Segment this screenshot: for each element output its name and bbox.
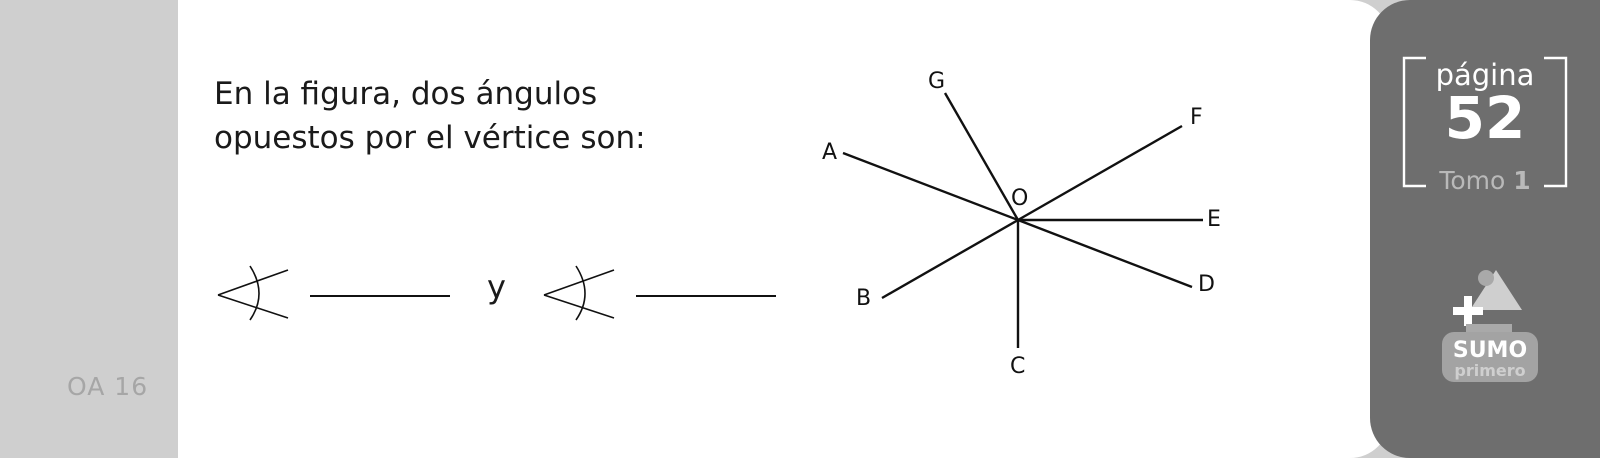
logo-text-sumo: SUMO xyxy=(1453,338,1527,363)
label-g: G xyxy=(928,69,945,94)
label-a: A xyxy=(822,140,837,165)
tomo-indicator: Tomo 1 xyxy=(1400,166,1570,195)
bracket-frame-icon xyxy=(1402,56,1568,188)
page-number: 52 xyxy=(1444,84,1526,152)
tomo-number: 1 xyxy=(1513,166,1531,195)
answer-area xyxy=(217,265,776,321)
angle-symbol-icon xyxy=(217,265,289,321)
ray-of xyxy=(1017,124,1183,222)
sumo-primero-logo: SUMO primero xyxy=(1442,270,1538,382)
left-strip xyxy=(0,0,178,458)
question-card xyxy=(178,0,1390,458)
logo-text-primero: primero xyxy=(1454,361,1525,380)
label-c: C xyxy=(1010,354,1025,379)
angle-symbol-icon xyxy=(543,265,615,321)
tomo-label: Tomo xyxy=(1439,166,1506,195)
page-indicator: página 52 Tomo 1 xyxy=(1400,52,1570,195)
label-vertex-o: O xyxy=(1011,186,1028,211)
oa-code: OA 16 xyxy=(67,372,149,401)
label-b: B xyxy=(856,286,871,311)
ray-od xyxy=(1017,218,1193,289)
ray-og xyxy=(943,92,1020,221)
question-line-1: En la figura, dos ángulos xyxy=(214,76,598,112)
question-text: En la figura, dos ángulos opuestos por e… xyxy=(214,72,754,160)
page-label: página xyxy=(1435,58,1535,92)
label-f: F xyxy=(1190,105,1203,130)
question-line-2: opuestos por el vértice son: xyxy=(214,120,646,156)
ray-ob xyxy=(881,218,1019,300)
ray-oa xyxy=(842,151,1019,222)
conjunction-y: y xyxy=(487,268,506,306)
angles-figure: O G F A E B D C xyxy=(822,69,1221,379)
label-d: D xyxy=(1198,272,1215,297)
label-e: E xyxy=(1207,207,1221,232)
